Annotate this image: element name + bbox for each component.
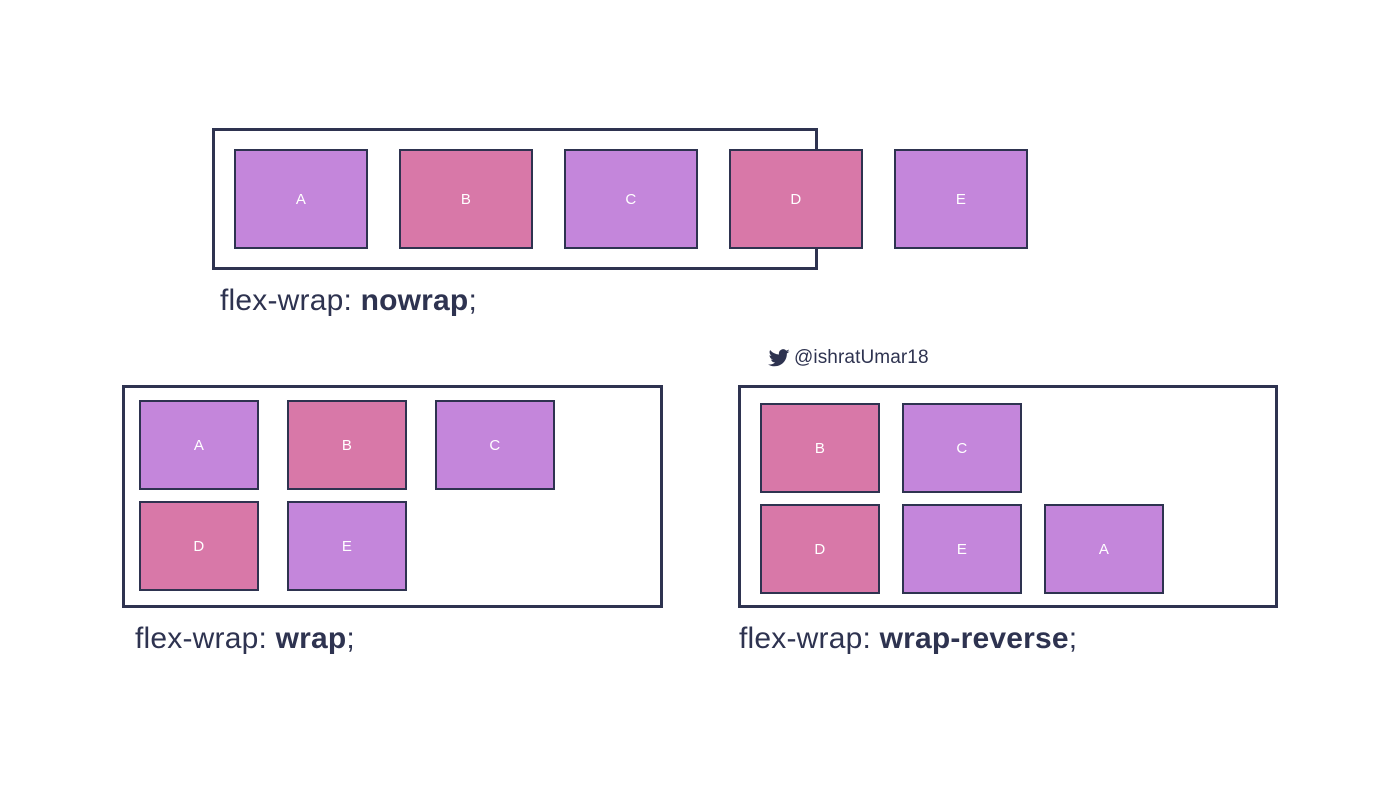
flex-item-label: B [341,436,353,454]
flex-item-label: B [460,190,472,208]
flex-item-label: D [790,190,802,208]
caption-terminator: ; [468,284,477,317]
flex-item-a: A [1044,504,1164,594]
flex-item-label: A [193,436,205,454]
flex-container-nowrap: A B C D E [212,128,1028,270]
flex-item-label: A [1098,540,1110,558]
caption-property: flex-wrap: [220,284,361,317]
flex-item-d: D [139,501,259,591]
flex-item-b: B [287,400,407,490]
flex-item-d: D [729,149,863,249]
flex-item-label: D [814,540,826,558]
caption-wrap: flex-wrap: wrap; [135,622,355,656]
flex-item-d: D [760,504,880,594]
caption-property: flex-wrap: [135,622,276,655]
flex-item-c: C [564,149,698,249]
flex-item-label: E [341,537,353,555]
flex-item-e: E [894,149,1028,249]
flex-item-label: B [814,439,826,457]
flex-item-b: B [399,149,533,249]
caption-value: nowrap [360,284,469,317]
flex-item-label: E [955,190,967,208]
flex-item-a: A [139,400,259,490]
flex-item-e: E [902,504,1022,594]
caption-value: wrap-reverse [879,622,1069,655]
flex-item-label: C [956,439,968,457]
twitter-bird-icon [768,347,790,369]
author-credit: @ishratUmar18 [768,347,929,369]
caption-terminator: ; [346,622,355,655]
flex-item-label: E [956,540,968,558]
flex-item-c: C [435,400,555,490]
flex-item-b: B [760,403,880,493]
caption-wrap-reverse: flex-wrap: wrap-reverse; [739,622,1077,656]
flex-container-wrap: A B C D E [122,385,663,608]
caption-property: flex-wrap: [739,622,880,655]
flex-container-wrap-reverse: D E A B C [738,385,1278,608]
flex-item-label: C [489,436,501,454]
flex-item-c: C [902,403,1022,493]
flex-item-label: C [625,190,637,208]
caption-terminator: ; [1068,622,1078,655]
author-handle: @ishratUmar18 [794,347,929,368]
flex-item-a: A [234,149,368,249]
flex-item-label: D [193,537,205,555]
caption-nowrap: flex-wrap: nowrap; [220,284,477,318]
caption-value: wrap [275,622,347,655]
flex-item-label: A [295,190,307,208]
flex-item-e: E [287,501,407,591]
